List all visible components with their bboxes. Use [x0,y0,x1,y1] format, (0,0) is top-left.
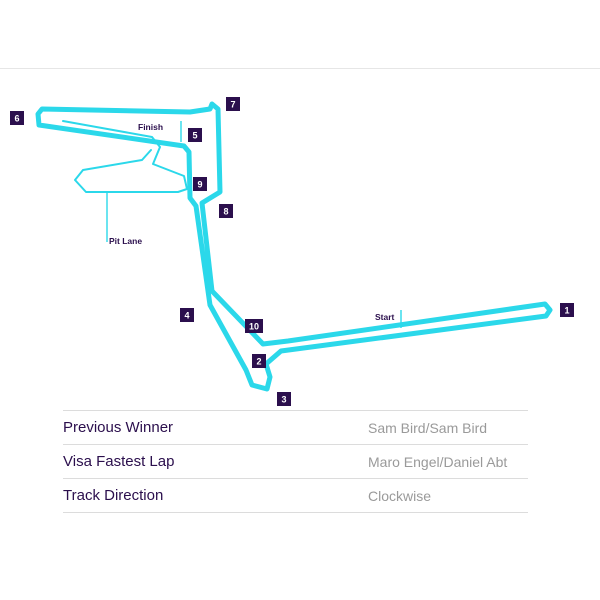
info-row-previous-winner: Previous Winner Sam Bird/Sam Bird [63,410,528,444]
finish-label: Finish [138,122,163,132]
turn-marker-9: 9 [193,177,207,191]
turn-number: 7 [230,100,235,110]
turn-marker-7: 7 [226,97,240,111]
turn-number: 9 [197,180,202,190]
turn-marker-1: 1 [560,303,574,317]
turn-number: 3 [281,395,286,405]
top-divider [0,68,600,69]
race-info-table: Previous Winner Sam Bird/Sam Bird Visa F… [63,410,528,513]
info-value: Sam Bird/Sam Bird [368,419,488,436]
info-row-track-direction: Track Direction Clockwise [63,478,528,513]
turn-number: 5 [192,131,197,141]
turn-marker-2: 2 [252,354,266,368]
turn-number: 10 [249,322,259,332]
turn-number: 2 [256,357,261,367]
turn-marker-5: 5 [188,128,202,142]
turn-number: 6 [14,114,19,124]
start-label: Start [375,312,395,322]
info-label: Track Direction [63,487,164,504]
turn-marker-4: 4 [180,308,194,322]
turn-marker-6: 6 [10,111,24,125]
info-label: Previous Winner [63,419,174,436]
info-value: Maro Engel/Daniel Abt [368,453,508,470]
track-map: Finish Pit Lane Start 1 2 3 4 5 6 [10,97,574,406]
pit-lane-label: Pit Lane [109,236,142,246]
turn-marker-8: 8 [219,204,233,218]
pit-lane-path [62,120,188,193]
turn-marker-10: 10 [245,319,263,333]
info-row-fastest-lap: Visa Fastest Lap Maro Engel/Daniel Abt [63,444,528,478]
track-outline [35,101,553,392]
turn-marker-3: 3 [277,392,291,406]
turn-number: 1 [564,306,569,316]
info-value: Clockwise [368,487,432,504]
turn-number: 8 [223,207,228,217]
info-label: Visa Fastest Lap [63,453,175,470]
turn-number: 4 [184,311,189,321]
